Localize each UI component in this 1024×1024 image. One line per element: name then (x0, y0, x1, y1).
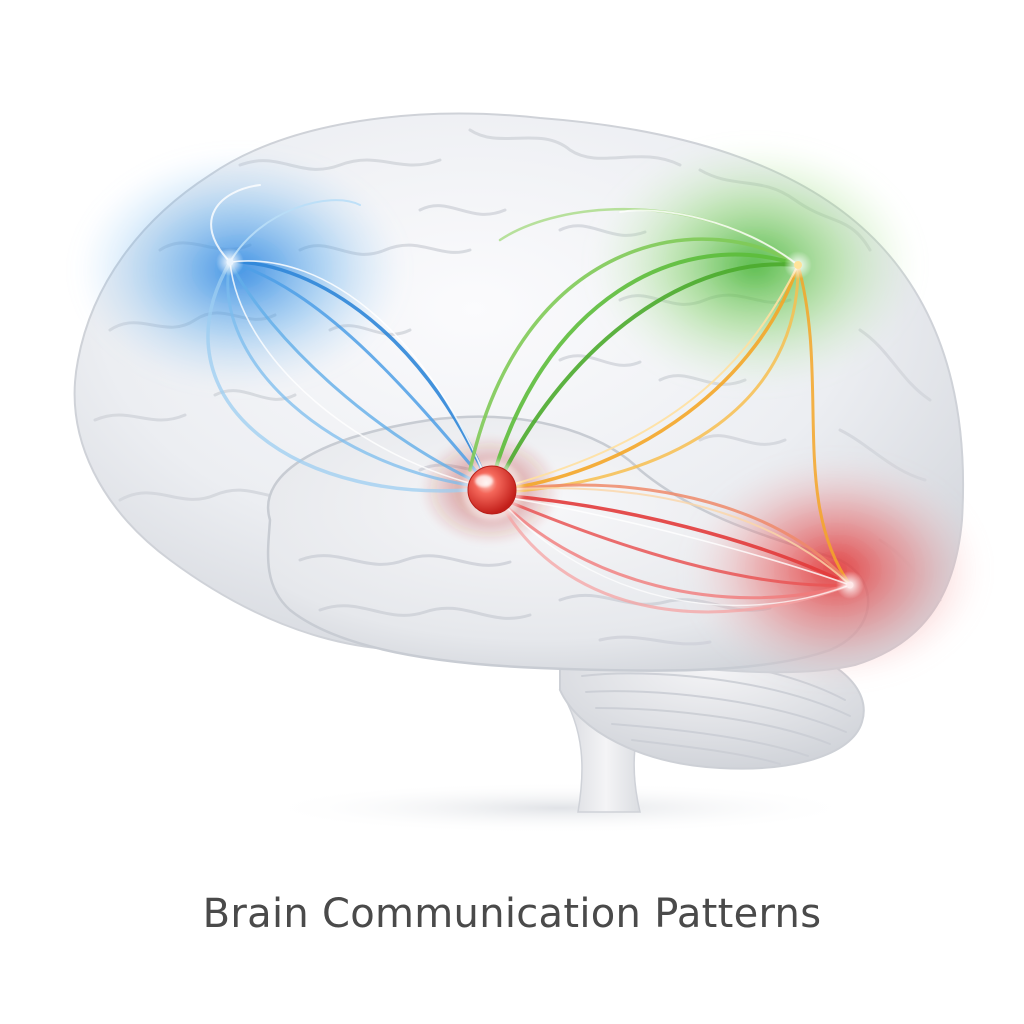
orange-pathways (498, 263, 852, 587)
region-nodes (216, 248, 864, 599)
ground-shadow (260, 782, 860, 834)
diagram-caption: Brain Communication Patterns (202, 891, 822, 937)
green-pathways (468, 207, 800, 490)
green-node (794, 261, 802, 269)
blue-pathways (206, 184, 492, 493)
red-pathways (498, 483, 852, 614)
central-hub (462, 460, 522, 520)
blue-node (226, 258, 234, 266)
red-node (846, 581, 854, 589)
